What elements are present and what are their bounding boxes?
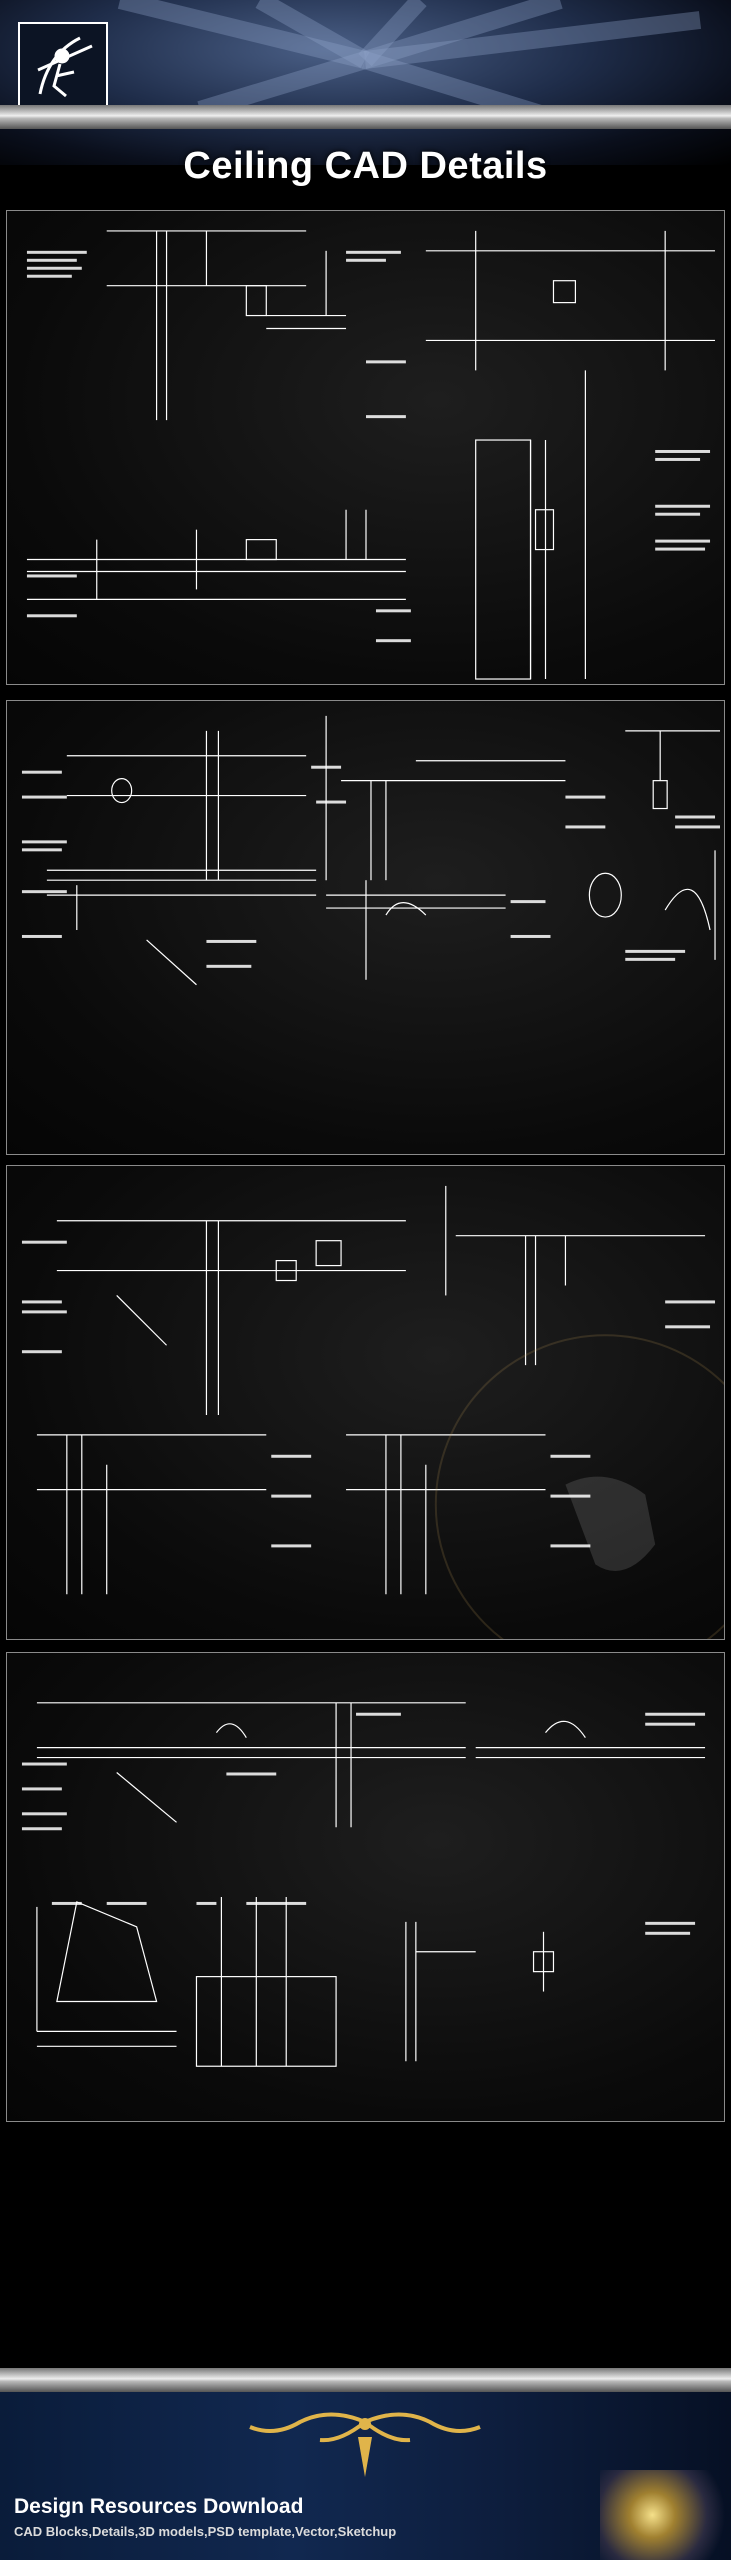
bottom-metal-divider xyxy=(0,2368,731,2392)
ceiling-details-sheet-1 xyxy=(6,210,725,685)
header-banner xyxy=(0,0,731,165)
page-title: Ceiling CAD Details xyxy=(183,145,548,187)
footer-subtitle: CAD Blocks,Details,3D models,PSD templat… xyxy=(14,2524,397,2539)
cad-drawing xyxy=(21,1185,724,1639)
galaxy-graphic xyxy=(600,2470,731,2560)
ceiling-details-sheet-4 xyxy=(6,1652,725,2122)
archer-logo-icon xyxy=(18,22,108,112)
top-metal-divider xyxy=(0,105,731,129)
banner-rays-graphic xyxy=(117,0,702,129)
ceiling-details-sheet-3 xyxy=(6,1165,725,1640)
cad-drawing xyxy=(21,715,721,986)
footer-title: Design Resources Download xyxy=(14,2495,304,2518)
ornament-icon xyxy=(249,2412,481,2477)
ceiling-details-sheet-2 xyxy=(6,700,725,1155)
cad-drawing xyxy=(26,230,716,680)
cad-drawing xyxy=(21,1702,706,2067)
